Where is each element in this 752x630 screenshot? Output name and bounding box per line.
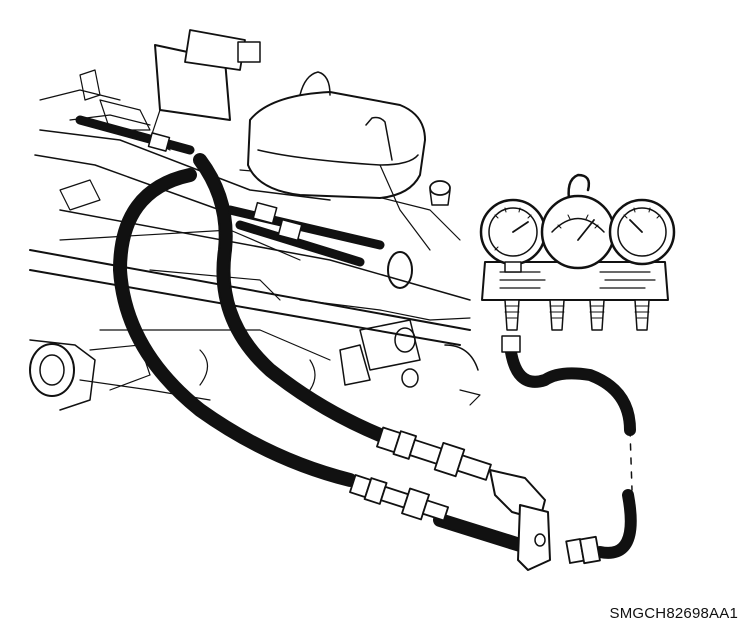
ac-refrigerant-lines xyxy=(75,115,385,267)
relay-bracket xyxy=(149,29,261,151)
service-port-cap xyxy=(429,180,451,206)
figure-id-label: SMGCH82698AA1 xyxy=(609,605,738,622)
lower-coupler xyxy=(349,474,450,522)
manifold-gauge-set xyxy=(479,173,676,353)
service-hoses xyxy=(113,153,637,559)
low-side-gauge xyxy=(479,198,547,273)
hose-couplers xyxy=(349,426,601,571)
reservoir-tank xyxy=(247,71,431,251)
upper-coupler xyxy=(376,426,492,481)
tee-fitting xyxy=(489,469,601,571)
center-gauge xyxy=(540,194,616,270)
high-side-gauge xyxy=(608,198,676,266)
compressor-fittings xyxy=(199,251,481,406)
manifold-ports xyxy=(501,299,650,353)
